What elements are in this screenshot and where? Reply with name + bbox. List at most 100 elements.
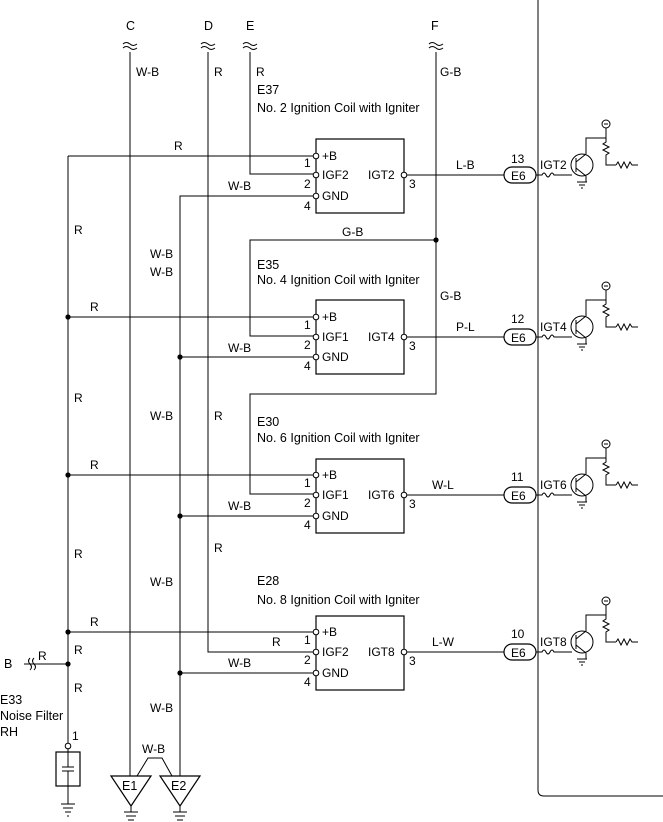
pin-number: 2: [304, 177, 311, 191]
coil-box: [315, 615, 405, 691]
ecu-label: IGT6: [540, 478, 567, 492]
terminal-b: B: [4, 657, 12, 671]
junction-dot: [65, 472, 71, 478]
wire-label: R: [256, 65, 265, 79]
wire-label: R: [38, 649, 47, 663]
junction-dot: [65, 314, 71, 320]
noise-filter-id: E33: [0, 693, 22, 707]
wire-wb-bus: [179, 195, 316, 758]
wire-label: W-B: [150, 409, 173, 423]
ecu-label: IGT4: [540, 320, 567, 334]
wire-label: W-B: [228, 656, 251, 670]
wire-label: W-B: [150, 247, 173, 261]
noise-filter-pin: 1: [72, 729, 79, 743]
ecu-pin-number: 13: [511, 152, 525, 166]
ignition-coil-e28: E28 No. 8 Ignition Coil with Igniter +B …: [257, 574, 420, 691]
wire-f: [249, 52, 437, 495]
ecu-channel-3: E6 11 IGT6: [503, 439, 638, 509]
pin-label: +B: [322, 468, 337, 482]
pin-label: +B: [322, 625, 337, 639]
ignition-coil-e30: E30 No. 6 Ignition Coil with Igniter +B …: [257, 415, 420, 534]
wire-label: R: [74, 223, 83, 237]
pin-label: GND: [322, 189, 349, 203]
connector-label: E6: [511, 646, 526, 660]
wire-d: [207, 52, 316, 653]
coil-name: No. 8 Ignition Coil with Igniter: [257, 593, 420, 607]
wire-label: L-B: [456, 158, 475, 172]
ground-label-e1: E1: [122, 779, 137, 793]
pin-number: 1: [304, 476, 311, 490]
ecu-pin-number: 10: [511, 627, 525, 641]
wire-label: R: [90, 615, 99, 629]
coil-id: E30: [257, 415, 279, 429]
wire-label: G-B: [342, 225, 363, 239]
ecu-pin-number: 12: [511, 312, 525, 326]
wire-label: R: [214, 409, 223, 423]
pin-label: GND: [322, 350, 349, 364]
wire-label: W-B: [136, 65, 159, 79]
ignition-coil-e37: E37 No. 2 Ignition Coil with Igniter +B …: [257, 83, 420, 214]
wire-label: W-B: [228, 499, 251, 513]
terminal-f: F: [431, 19, 439, 33]
wire-label: W-B: [142, 742, 165, 756]
wire-label: R: [174, 139, 183, 153]
connector-label: E6: [511, 489, 526, 503]
pin-number: 1: [304, 633, 311, 647]
pin-label: +B: [322, 310, 337, 324]
wire-label: R: [74, 547, 83, 561]
junction-dot: [65, 661, 71, 667]
ecu-channel-4: E6 10 IGT8: [503, 596, 638, 666]
junction-dot: [65, 629, 71, 635]
pin-number: 4: [304, 359, 311, 373]
coil-name: No. 4 Ignition Coil with Igniter: [257, 273, 420, 287]
pin-number: 2: [304, 653, 311, 667]
pin-label: +B: [322, 149, 337, 163]
pin-number: 3: [409, 177, 416, 191]
pin-label: IGT6: [368, 488, 395, 502]
connector-label: E6: [511, 169, 526, 183]
ecu-channel-2: E6 12 IGT4: [503, 281, 638, 351]
terminal-c: C: [126, 19, 135, 33]
wire-label: W-L: [432, 478, 454, 492]
wire-label: R: [214, 65, 223, 79]
junction-dot: [177, 354, 183, 360]
break-symbols: [28, 42, 444, 671]
wire-label: R: [74, 681, 83, 695]
pin-number: 1: [304, 318, 311, 332]
pin-number: 3: [409, 339, 416, 353]
coil-name: No. 6 Ignition Coil with Igniter: [257, 431, 420, 445]
connector-label: E6: [511, 331, 526, 345]
wire-label: W-B: [228, 341, 251, 355]
pin-number: 4: [304, 199, 311, 213]
terminal-e: E: [246, 19, 254, 33]
noise-filter-line2: RH: [0, 725, 18, 739]
ecu-channel-1: E6 13 IGT2: [503, 119, 638, 189]
coil-name: No. 2 Ignition Coil with Igniter: [257, 101, 420, 115]
wire-label: R: [74, 391, 83, 405]
wire-label: R: [74, 643, 83, 657]
pin-label: IGT4: [368, 330, 395, 344]
ecu-label: IGT8: [540, 635, 567, 649]
wire-label: R: [272, 635, 281, 649]
pin-label: IGF1: [322, 330, 349, 344]
ground-e2: E2: [158, 775, 202, 821]
coil-id: E35: [257, 258, 279, 272]
coil-id: E28: [257, 574, 279, 588]
junction-dot: [177, 513, 183, 519]
pin-label: GND: [322, 666, 349, 680]
wire-wb-ground-bridge: [136, 757, 173, 777]
wire-label: R: [90, 300, 99, 314]
junction-dot: [177, 670, 183, 676]
wire-label: G-B: [440, 65, 461, 79]
ecu-label: IGT2: [540, 158, 567, 172]
pin-number: 2: [304, 496, 311, 510]
wire-label: L-W: [432, 635, 455, 649]
wire-e: [249, 52, 316, 175]
wire-label: P-L: [456, 320, 475, 334]
pin-label: GND: [322, 509, 349, 523]
pin-label: IGF2: [322, 168, 349, 182]
pin-label: IGT8: [368, 645, 395, 659]
coil-box: [315, 138, 405, 214]
wire-gb-e35: [249, 239, 436, 337]
wire-label: R: [214, 541, 223, 555]
